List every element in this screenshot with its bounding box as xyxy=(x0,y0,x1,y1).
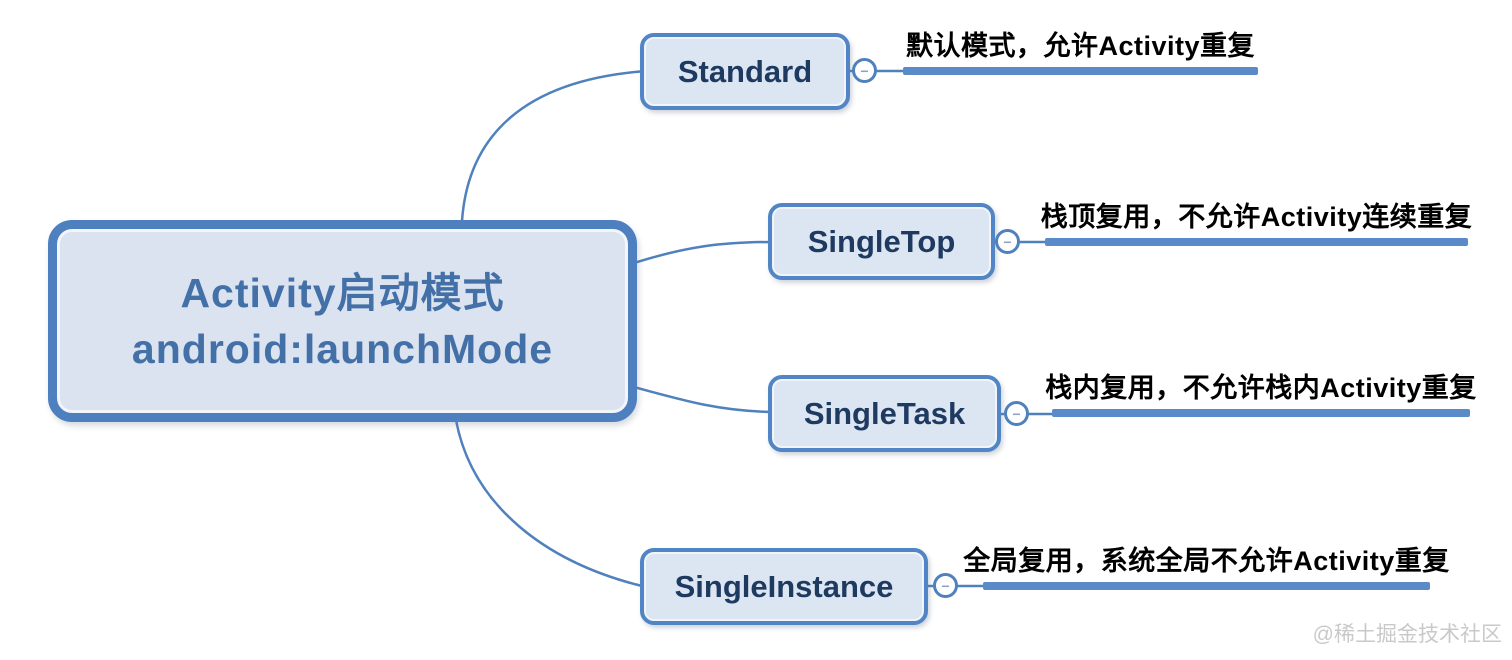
node-singletop-label: SingleTop xyxy=(807,223,956,259)
collapse-button-standard[interactable]: − xyxy=(852,58,877,83)
collapse-button-singletask[interactable]: − xyxy=(1004,401,1029,426)
node-singletask[interactable]: SingleTask xyxy=(768,375,1001,452)
minus-icon: − xyxy=(1003,233,1012,250)
watermark: @稀土掘金技术社区 xyxy=(1312,623,1502,646)
node-singleinstance[interactable]: SingleInstance xyxy=(640,548,928,625)
minus-icon: − xyxy=(860,62,869,79)
root-node[interactable]: Activity启动模式 android:launchMode xyxy=(48,220,637,422)
node-singletop[interactable]: SingleTop xyxy=(768,203,995,280)
connector-root-singletask xyxy=(633,385,773,414)
description-singleinstance[interactable]: 全局复用，系统全局不允许Activity重复 xyxy=(963,546,1450,576)
root-node-title-line1: Activity启动模式 xyxy=(180,270,505,316)
node-standard-label: Standard xyxy=(677,53,813,89)
connector-root-singletop xyxy=(633,240,773,265)
collapse-button-singleinstance[interactable]: − xyxy=(933,573,958,598)
connector-root-standard xyxy=(460,69,647,222)
node-standard[interactable]: Standard xyxy=(640,33,850,110)
connector-root-singleinstance xyxy=(454,419,647,589)
description-singletask[interactable]: 栈内复用，不允许栈内Activity重复 xyxy=(1045,373,1477,403)
underline-bar-singleinstance xyxy=(983,582,1430,590)
description-standard[interactable]: 默认模式，允许Activity重复 xyxy=(905,31,1256,61)
underline-bar-singletop xyxy=(1045,238,1468,246)
minus-icon: − xyxy=(1012,405,1021,422)
underline-bar-standard xyxy=(903,67,1258,75)
root-node-title-line2: android:launchMode xyxy=(131,326,554,372)
collapse-button-singletop[interactable]: − xyxy=(995,229,1020,254)
minus-icon: − xyxy=(941,577,950,594)
node-singleinstance-label: SingleInstance xyxy=(674,568,894,604)
underline-bar-singletask xyxy=(1052,409,1470,417)
description-singletop[interactable]: 栈顶复用，不允许Activity连续重复 xyxy=(1040,202,1473,232)
node-singletask-label: SingleTask xyxy=(803,395,966,431)
